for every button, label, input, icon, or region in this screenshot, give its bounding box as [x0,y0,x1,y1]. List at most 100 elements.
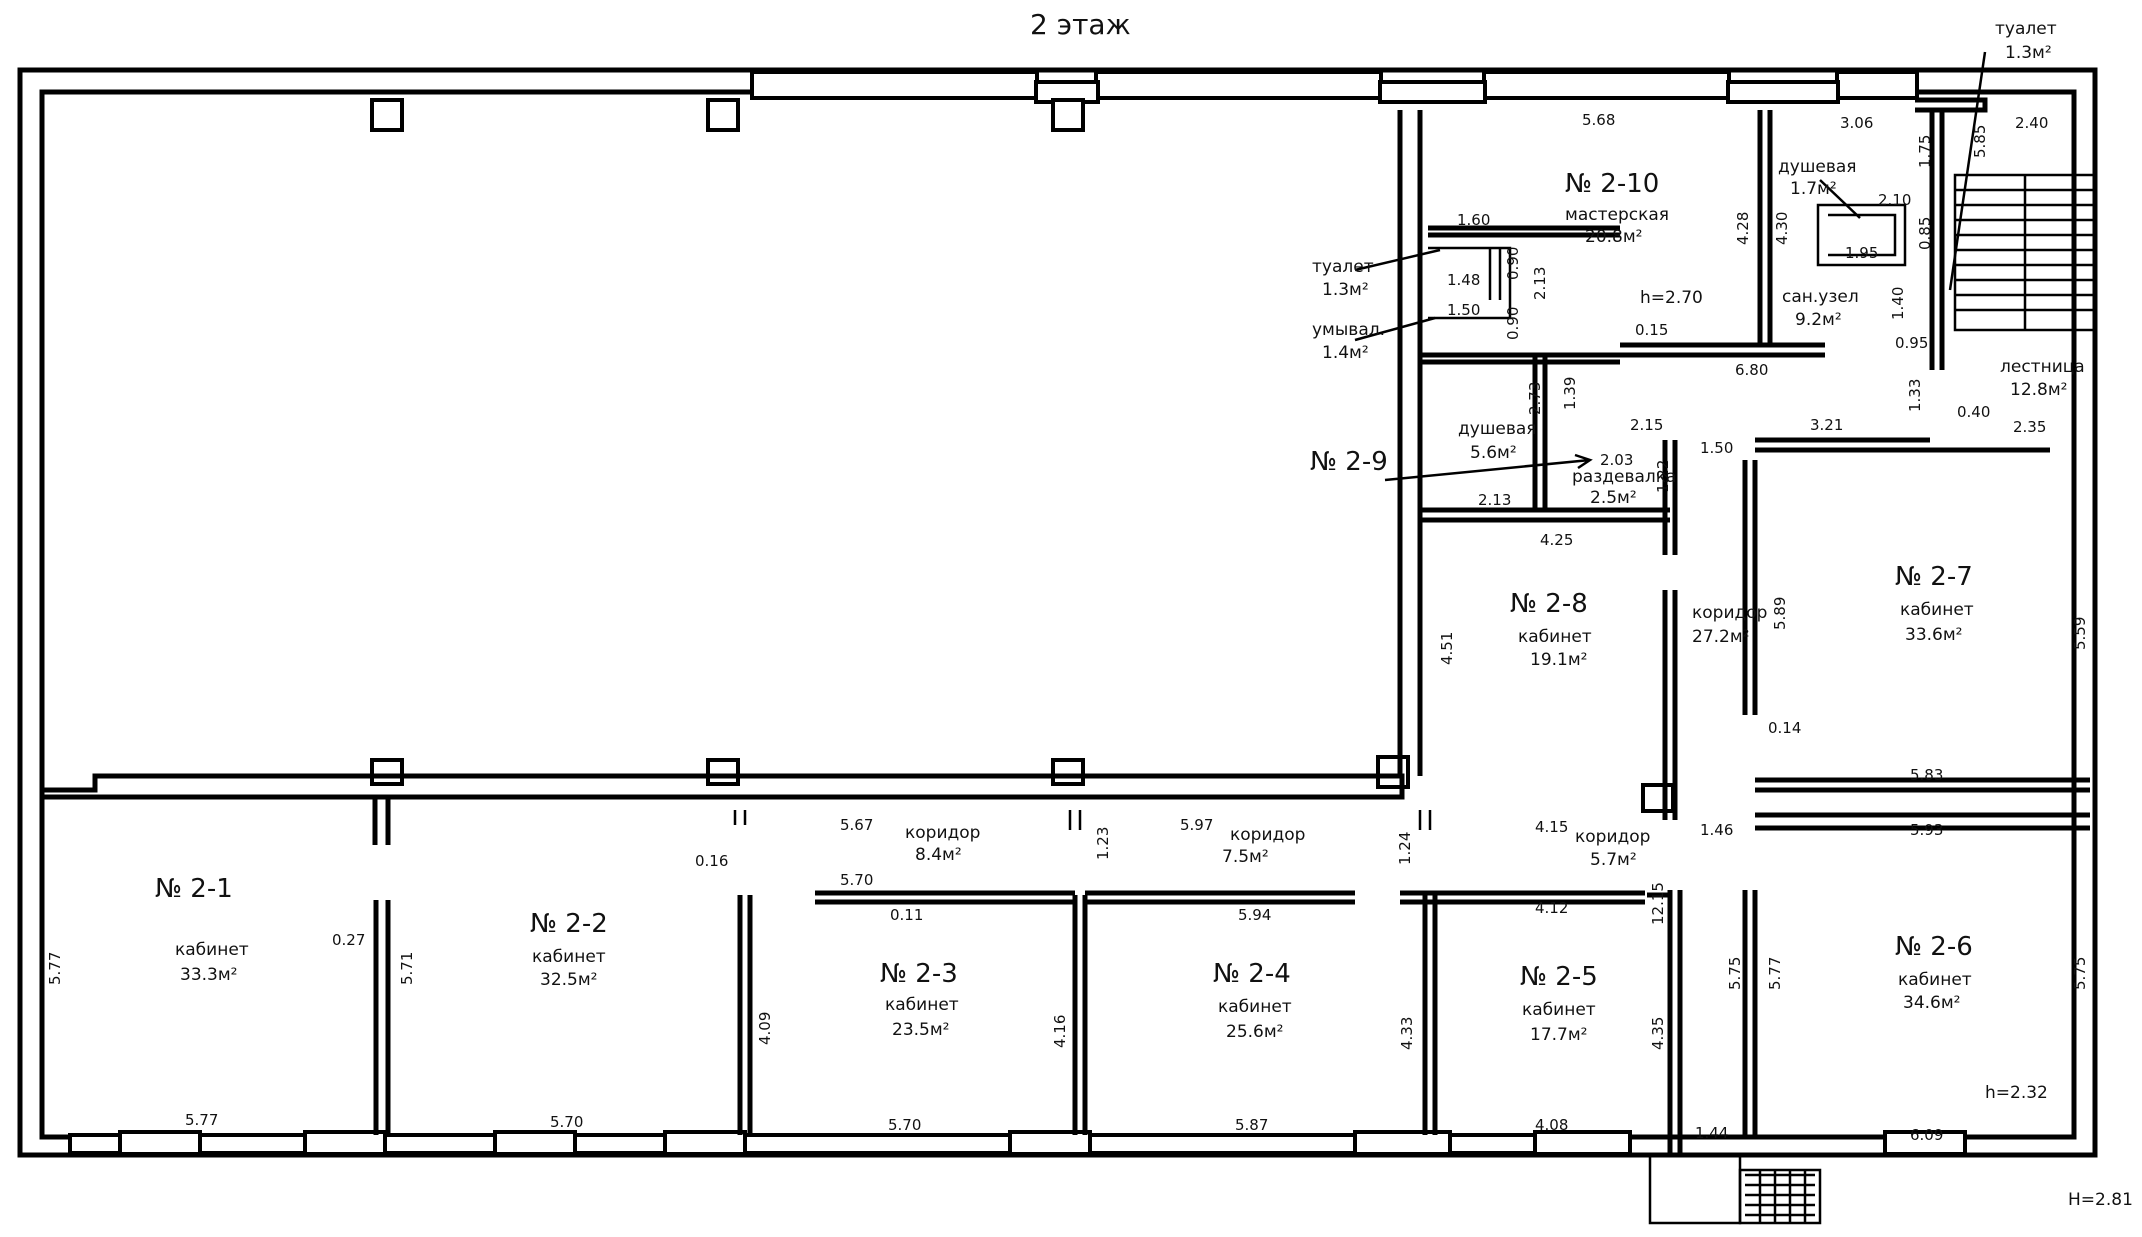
room-number: № 2-3 [880,959,958,989]
room-area: 17.7м² [1530,1025,1588,1045]
room-number: № 2-8 [1510,589,1588,619]
dim-label: 0.90 [1504,307,1522,340]
dim-label: 4.33 [1398,1017,1416,1050]
room-area: 33.3м² [180,965,238,985]
space-name: душевая [1778,157,1857,177]
dim-label: 4.08 [1535,1116,1568,1134]
room-name: кабинет [532,947,606,967]
room-area: 32.5м² [540,970,598,990]
dim-label: 2.15 [1630,416,1663,434]
space-area: 12.8м² [2010,380,2068,400]
dim-label: 5.70 [550,1113,583,1131]
windows-top [750,70,1919,104]
dim-label: 1.75 [1916,135,1934,168]
dim-label: 2.10 [1878,191,1911,209]
dim-label: 1.24 [1396,832,1414,865]
room-2-9-pointer [1384,453,1593,482]
dim-label: 1.23 [1094,827,1112,860]
space-name: коридор [905,823,980,843]
space-area: 9.2м² [1795,310,1842,330]
dim-label: 1.44 [1695,1124,1728,1142]
dim-label: 4.15 [1535,818,1568,836]
toilet-right-pointer [1948,51,1987,291]
dim-label: 5.68 [1582,111,1615,129]
room-number: № 2-9 [1310,447,1388,477]
room-area: 25.6м² [1226,1022,1284,1042]
dimension-labels: 5.77 5.77 0.27 5.71 5.70 5.67 0.16 5.70 … [46,111,2089,1144]
room-name: кабинет [175,940,249,960]
dim-label: 4.35 [1649,1017,1667,1050]
room-number: № 2-6 [1895,932,1973,962]
sanitary-cells [1428,203,1907,320]
dim-label: 0.90 [1504,247,1522,280]
dim-label: 0.95 [1895,334,1928,352]
room-name: мастерская [1565,205,1669,225]
dim-label: 1.50 [1447,301,1480,319]
room-number: № 2-10 [1565,169,1659,199]
windows-bottom [68,1130,1967,1156]
dim-label: 5.77 [1766,957,1784,990]
dim-label: 3.21 [1810,416,1843,434]
dim-label: 1.60 [1457,211,1490,229]
dim-label: 5.94 [1238,906,1271,924]
dim-label: 4.16 [1051,1015,1069,1048]
entrance-steps [1648,1153,1822,1225]
columns [370,98,1675,813]
dim-label: 6.80 [1735,361,1768,379]
dim-label: 4.51 [1438,632,1456,665]
dim-label: 4.12 [1535,899,1568,917]
room-name: кабинет [1522,1000,1596,1020]
dim-label: 0.85 [1916,217,1934,250]
dim-label: 1.95 [1845,244,1878,262]
space-area: 27.2м² [1692,627,1750,647]
dim-label: 2.03 [1600,451,1633,469]
dim-label: 4.25 [1540,531,1573,549]
dim-label: 1.50 [1700,439,1733,457]
dim-label: 2.35 [2013,418,2046,436]
dim-label: 5.75 [1726,957,1744,990]
space-area: 1.3м² [2005,43,2052,63]
dim-label: 5.77 [46,952,64,985]
space-name: душевая [1458,419,1537,439]
space-area: 1.4м² [1322,343,1369,363]
dim-label: 5.70 [840,871,873,889]
room-labels: № 2-1 кабинет 33.3м² № 2-2 кабинет 32.5м… [155,169,1974,1045]
space-area: 7.5м² [1222,847,1269,867]
space-area: 5.7м² [1590,850,1637,870]
dim-label: 5.93 [1910,821,1943,839]
dim-label: 0.15 [1635,321,1668,339]
floor-title: 2 этаж [1030,8,1131,41]
space-name: коридор [1575,827,1650,847]
dim-label: 5.83 [1910,766,1943,784]
dim-label: 0.27 [332,931,365,949]
space-name: туалет [1312,257,1374,277]
room-number: № 2-1 [155,874,233,904]
interior-walls [42,97,2090,1155]
space-area: 2.5м² [1590,488,1637,508]
space-name: коридор [1230,825,1305,845]
room-number: № 2-4 [1213,959,1291,989]
dim-label: 2.40 [2015,114,2048,132]
space-name: сан.узел [1782,287,1859,307]
space-name: коридор [1692,603,1767,623]
room-area: 20.8м² [1585,227,1643,247]
shower-pointer [1819,179,1861,219]
room-area: 33.6м² [1905,625,1963,645]
dim-label: 6.09 [1910,1126,1943,1144]
dim-label: 4.09 [756,1012,774,1045]
space-area: 1.7м² [1790,179,1837,199]
dim-label: 5.89 [1771,597,1789,630]
room-area: 19.1м² [1530,650,1588,670]
toilet-pointer [1354,248,1441,342]
dim-label: 5.70 [888,1116,921,1134]
height-label: h=2.32 [1985,1083,2048,1103]
dim-label: 5.97 [1180,816,1213,834]
space-labels: коридор 8.4м² коридор 7.5м² коридор 5.7м… [905,19,2085,870]
room-number: № 2-5 [1520,962,1598,992]
space-area: 5.6м² [1470,443,1517,463]
dim-label: 0.14 [1768,719,1801,737]
room-number: № 2-7 [1895,562,1973,592]
height-label: h=2.70 [1640,288,1703,308]
dim-label: 4.28 [1734,212,1752,245]
